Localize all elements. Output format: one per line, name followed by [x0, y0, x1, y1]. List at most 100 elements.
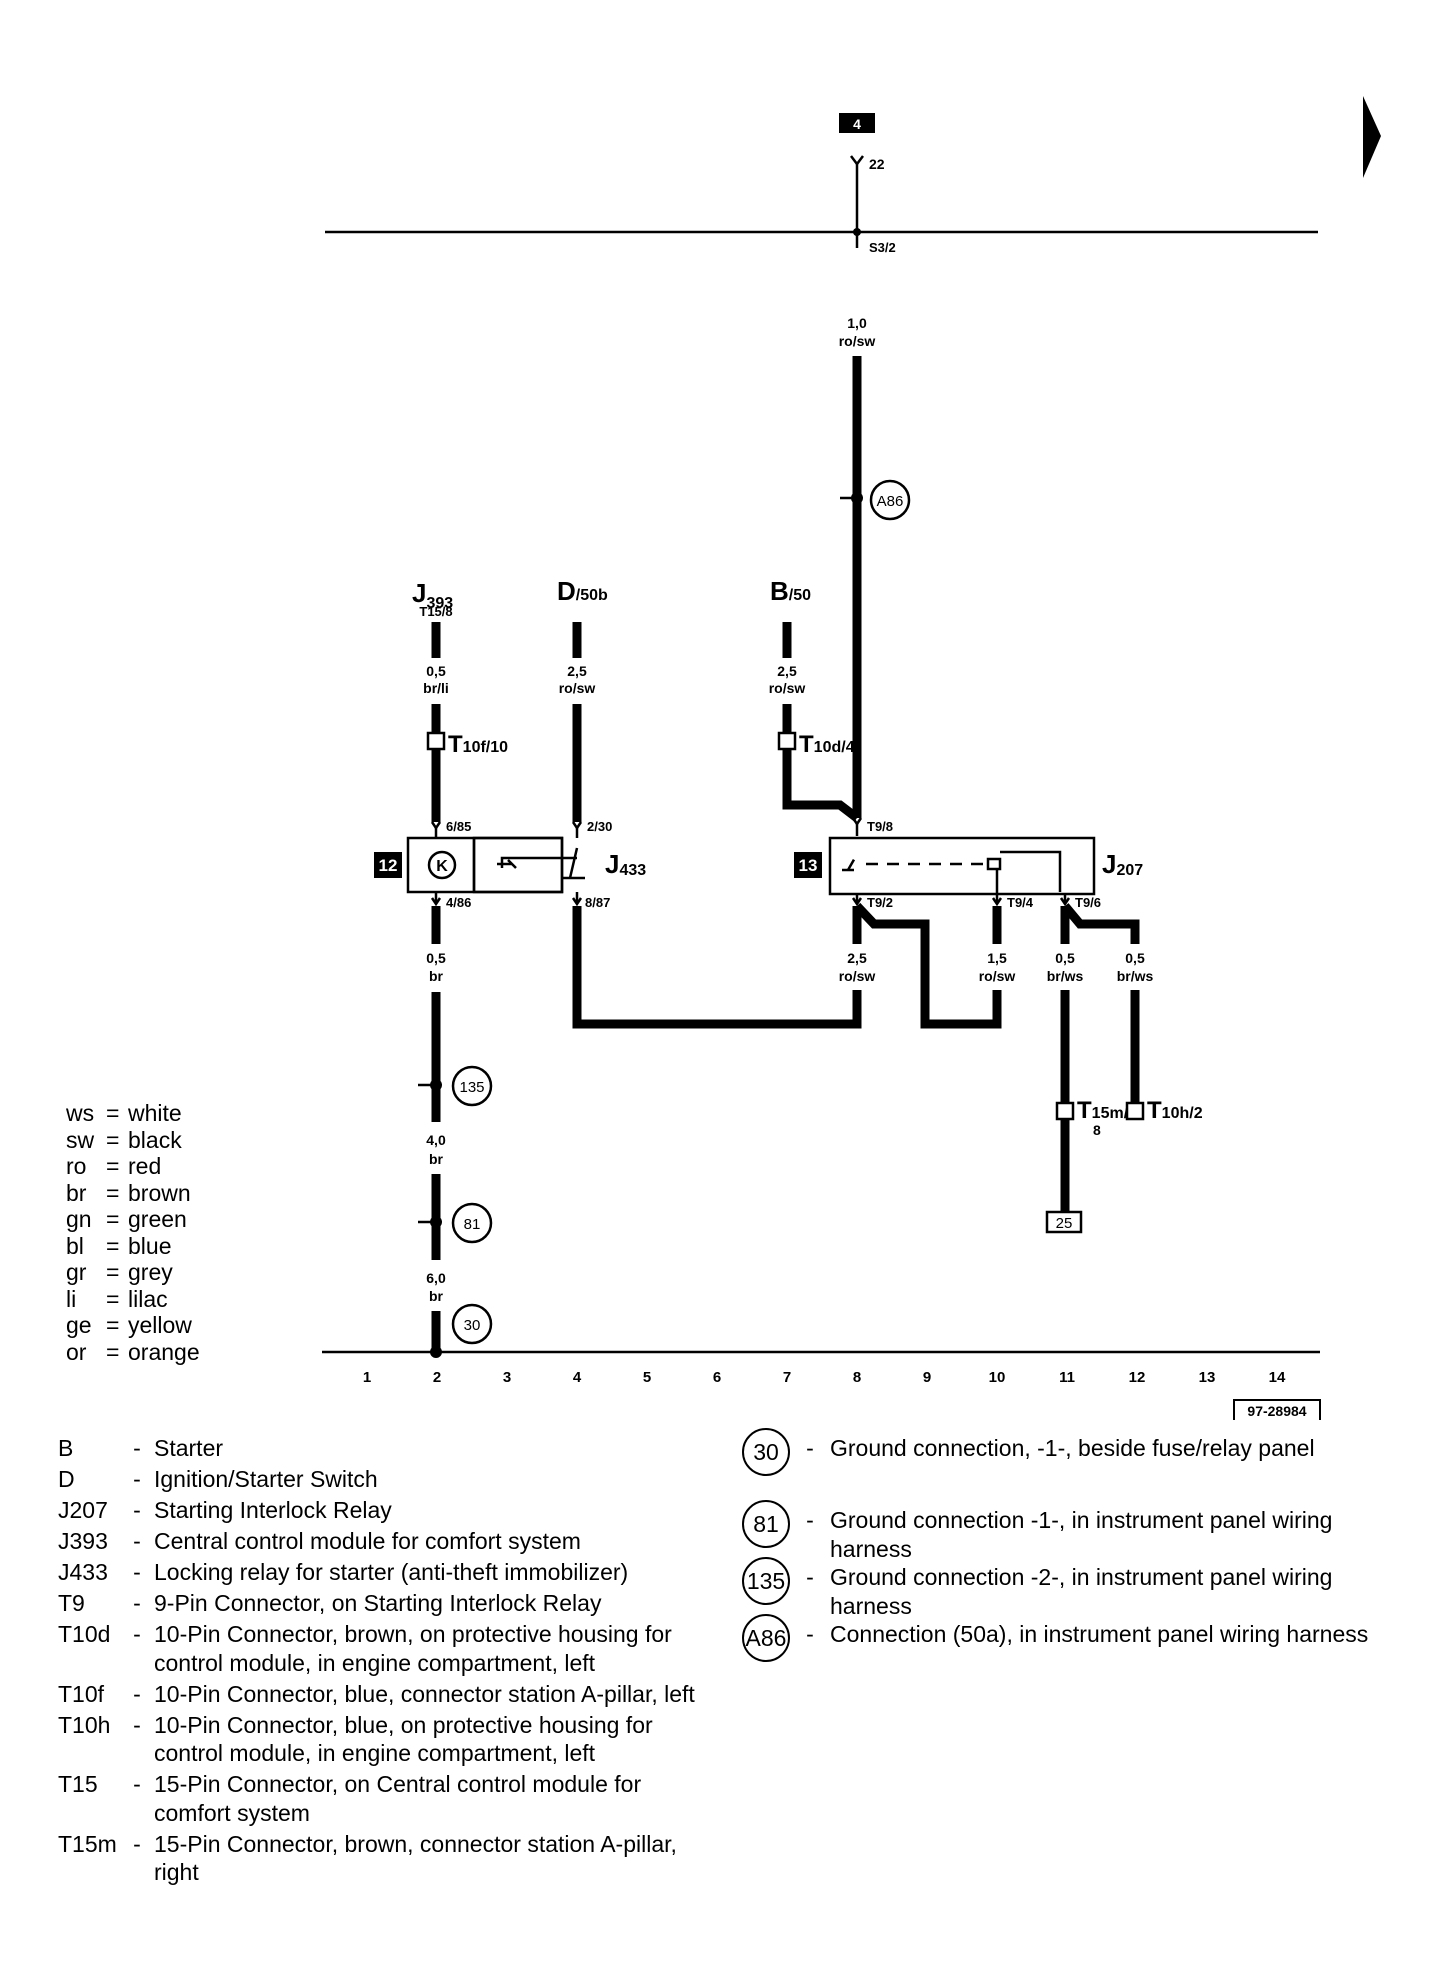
legend-dash: - — [806, 1507, 814, 1533]
axis-tick-label: 13 — [1199, 1369, 1216, 1386]
wire-color-b50: ro/sw — [769, 680, 806, 696]
wire-color-t96-out-b: br/ws — [1117, 968, 1154, 984]
component-description: 10-Pin Connector, brown, on protective h… — [154, 1621, 672, 1676]
ref-number: 97-28984 — [1247, 1403, 1306, 1419]
terminal-25-box[interactable] — [1045, 1210, 1083, 1234]
component-legend-item: J433-Locking relay for starter (anti-the… — [58, 1558, 698, 1587]
color-abbr: sw — [66, 1126, 95, 1153]
component-code: T9 — [58, 1590, 85, 1616]
axis-tick-label: 14 — [1269, 1369, 1286, 1386]
ground-point-135 — [451, 1065, 493, 1107]
next-page-arrow-icon[interactable] — [1363, 96, 1381, 178]
connector-t10d-label: T10d/4 — [799, 731, 855, 758]
axis-tick-label: 11 — [1059, 1369, 1075, 1386]
pin-t98-label: T9/8 — [867, 819, 893, 834]
color-legend-item: bl = blue — [66, 1233, 200, 1260]
component-legend-item: B-Starter — [58, 1434, 698, 1463]
axis-tick-label: 2 — [433, 1369, 441, 1386]
axis-tick-label: 7 — [783, 1369, 791, 1386]
component-description: 10-Pin Connector, blue, on protective ho… — [154, 1711, 653, 1767]
ground-description: Ground connection -2-, in instrument pan… — [830, 1564, 1333, 1619]
wire-size-d50b: 2,5 — [567, 663, 587, 679]
color-legend-item: br=brown — [66, 1180, 200, 1207]
ground-legend: 30-Ground connection, -1-, beside fuse/r… — [740, 1428, 1400, 1662]
axis-tick-label: 1 — [363, 1369, 371, 1386]
wire-color-t92-out: ro/sw — [839, 968, 876, 984]
component-code: T10d — [58, 1621, 111, 1647]
axis-tick-label: 8 — [853, 1369, 861, 1386]
axis-tick-label: 12 — [1129, 1369, 1146, 1386]
ground-legend-item: 30-Ground connection, -1-, beside fuse/r… — [740, 1428, 1400, 1476]
color-abbr: ws — [66, 1100, 95, 1126]
color-abbr: li — [66, 1285, 77, 1312]
component-legend-item: T15m-15-Pin Connector, brown, connector … — [58, 1830, 698, 1887]
component-legend-item: J393-Central control module for comfort … — [58, 1527, 698, 1556]
equals-sign: = — [106, 1232, 120, 1259]
component-description: Starting Interlock Relay — [154, 1497, 392, 1523]
relay-j207-internal-line — [1000, 850, 1062, 892]
pin-t96-label: T9/6 — [1075, 895, 1101, 910]
a86-junction — [851, 492, 863, 504]
wire-color-t96-out-a: br/ws — [1047, 968, 1084, 984]
color-legend-item: ws=white — [66, 1100, 200, 1127]
component-legend-item: J207-Starting Interlock Relay — [58, 1496, 698, 1525]
relay-coil-k-icon — [427, 850, 457, 880]
component-code: J207 — [58, 1497, 108, 1523]
component-description: Central control module for comfort syste… — [154, 1528, 581, 1554]
axis-tick-label: 4 — [573, 1369, 582, 1386]
color-name: blue — [128, 1232, 172, 1259]
color-name: red — [128, 1153, 162, 1179]
ground-135-junction — [430, 1079, 442, 1091]
relay-j433-switch-icon — [497, 847, 585, 880]
legend-dash: - — [806, 1435, 814, 1461]
component-description: Starter — [154, 1435, 224, 1461]
color-name: black — [128, 1126, 182, 1153]
component-legend-item: D-Ignition/Starter Switch — [58, 1465, 698, 1494]
ground-badge: 81 — [742, 1500, 790, 1548]
ground-81-junction — [430, 1216, 442, 1228]
fuse-box-number: 4 — [853, 116, 861, 132]
pin-230-arrow-icon — [571, 821, 583, 831]
axis-tick-label: 10 — [989, 1369, 1006, 1386]
pin-t98-arrow-icon — [851, 817, 863, 827]
connector-t15m-icon — [1055, 1101, 1075, 1121]
component-description: 10-Pin Connector, blue, connector statio… — [154, 1680, 695, 1707]
equals-sign: = — [106, 1126, 120, 1153]
relay-coil-k-symbol: K — [436, 858, 448, 875]
ground-point-81 — [451, 1202, 493, 1244]
component-description: 9-Pin Connector, on Starting Interlock R… — [154, 1590, 602, 1616]
legend-dash: - — [133, 1711, 141, 1738]
equals-sign: = — [106, 1338, 120, 1365]
t92-to-t94-loop-wire — [853, 902, 1002, 1029]
legend-dash: - — [133, 1497, 141, 1523]
ground-description: Connection (50a), in instrument panel wi… — [830, 1621, 1369, 1647]
color-abbr: bl — [66, 1232, 84, 1259]
ground-legend-item: 135-Ground connection -2-, in instrument… — [740, 1557, 1400, 1620]
d50b-label: D/50b — [557, 576, 608, 606]
relay-j207-number: 13 — [799, 856, 818, 875]
component-description: 15-Pin Connector, brown, connector stati… — [154, 1830, 677, 1886]
ground-point-135-label: 135 — [459, 1079, 484, 1096]
fuse-pin-fork-icon — [850, 155, 864, 167]
component-legend-item: T10d-10-Pin Connector, brown, on protect… — [58, 1620, 698, 1677]
relay-j207-body — [828, 836, 1096, 896]
color-abbr: br — [66, 1179, 87, 1206]
color-legend-item: sw = black — [66, 1127, 200, 1154]
component-description: Locking relay for starter (anti-theft im… — [154, 1559, 629, 1585]
wiring-diagram: 4 22 S3/2 1,0 ro/sw A86 J393 T15/8 0,5 b… — [322, 96, 1381, 1420]
relay-j433-number: 12 — [379, 856, 398, 875]
component-legend-item: T10f-10-Pin Connector, blue, connector s… — [58, 1680, 698, 1709]
axis-tick-label: 6 — [713, 1369, 721, 1386]
component-code: T15m — [58, 1830, 117, 1857]
ground-badge: 135 — [742, 1557, 790, 1605]
ground-description: Ground connection -1-, in instrument pan… — [830, 1507, 1333, 1562]
component-code: B — [58, 1435, 74, 1461]
wire-size-t96-out-b: 0,5 — [1125, 950, 1145, 966]
ground-legend-item: A86-Connection (50a), in instrument pane… — [740, 1614, 1400, 1662]
color-legend-item: li=lilac — [66, 1286, 200, 1313]
pin-887-label: 8/87 — [585, 895, 610, 910]
terminal-25-label: 25 — [1056, 1215, 1073, 1232]
equals-sign: = — [106, 1285, 120, 1312]
color-name: grey — [128, 1259, 173, 1285]
